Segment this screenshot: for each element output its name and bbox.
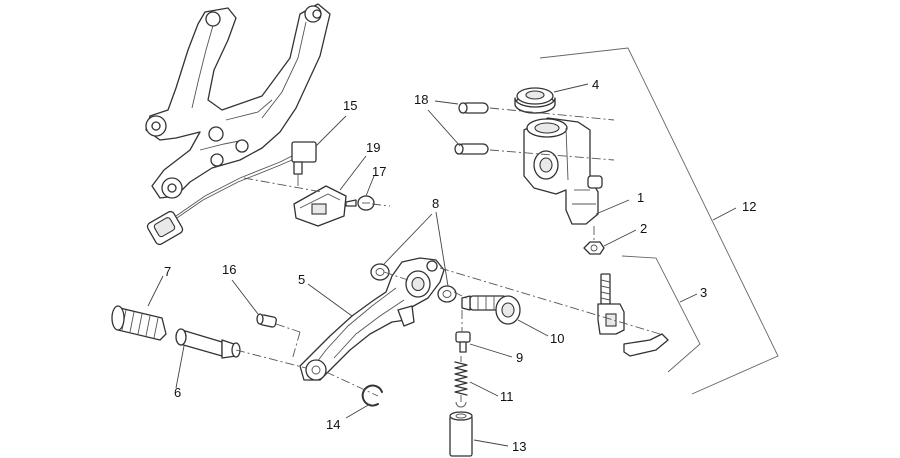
callouts: 1 2 3 4 5 6 7 8 9 10 11 12 13 14 15 16 1… xyxy=(164,77,756,454)
callout-6: 6 xyxy=(174,385,181,400)
callout-14: 14 xyxy=(326,417,340,432)
part-1-master-cylinder xyxy=(523,117,603,225)
part-10-pivot-bolt xyxy=(461,295,521,325)
part-8-washers xyxy=(370,263,457,303)
callout-8: 8 xyxy=(432,196,439,211)
callout-4: 4 xyxy=(592,77,599,92)
callout-15: 15 xyxy=(343,98,357,113)
part-4-cap xyxy=(514,87,556,114)
callout-10: 10 xyxy=(550,331,564,346)
assembly-axes xyxy=(235,107,661,397)
callout-2: 2 xyxy=(640,221,647,236)
group-brackets xyxy=(539,47,779,395)
callout-11: 11 xyxy=(500,389,514,404)
part-2-nut xyxy=(583,241,605,255)
part-6-footpeg-shaft xyxy=(175,328,241,359)
part-19-clip xyxy=(293,185,347,227)
callout-5: 5 xyxy=(298,272,305,287)
callout-7: 7 xyxy=(164,264,171,279)
callout-9: 9 xyxy=(516,350,523,365)
part-3-pushrod xyxy=(597,273,669,357)
callout-3: 3 xyxy=(700,285,707,300)
callout-19: 19 xyxy=(366,140,380,155)
callout-18: 18 xyxy=(414,92,428,107)
part-14-circlip xyxy=(361,384,383,407)
part-11-spring xyxy=(454,356,468,408)
part-18-pins xyxy=(454,102,489,155)
footrest-bracket xyxy=(145,3,331,199)
callout-17: 17 xyxy=(372,164,386,179)
callout-12: 12 xyxy=(742,199,756,214)
part-17-screw xyxy=(345,195,375,211)
callout-1: 1 xyxy=(637,190,644,205)
leader-lines xyxy=(147,83,737,447)
callout-16: 16 xyxy=(222,262,236,277)
part-5-brake-lever xyxy=(299,257,445,381)
part-15-stop-switch xyxy=(146,141,317,246)
part-16-pin xyxy=(256,313,277,328)
part-7-rubber-boot xyxy=(111,305,167,341)
callout-13: 13 xyxy=(512,439,526,454)
part-9-screw xyxy=(455,331,471,353)
part-13-sleeve xyxy=(449,411,473,457)
